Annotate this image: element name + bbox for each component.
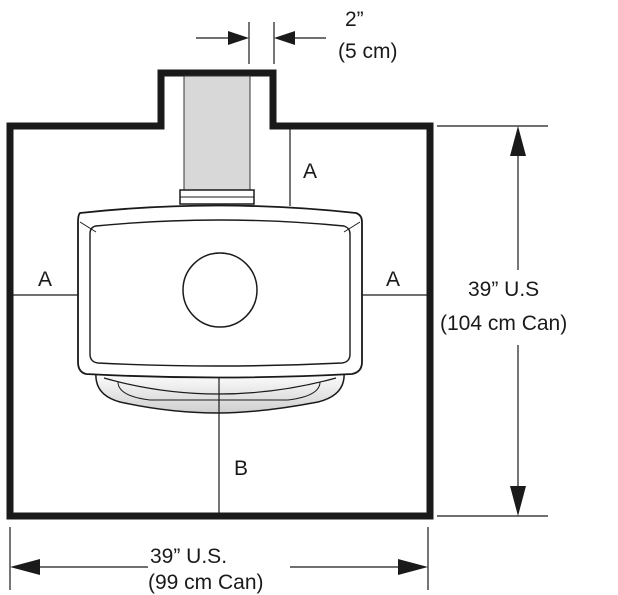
clearance-label-left: A: [38, 268, 52, 291]
arrow-right-icon: [228, 31, 249, 45]
stove-flue-outlet: [182, 252, 258, 328]
clearance-label-front: B: [234, 457, 248, 480]
alcove-wall-outline: [6, 69, 434, 520]
vent-pipe: [183, 75, 251, 193]
depth-us-label: 39” U.S: [468, 278, 539, 301]
stove-inner-frame: [89, 219, 351, 367]
width-dimension: 39” U.S. (99 cm Can): [9, 527, 429, 594]
arrow-up-icon: [510, 126, 526, 156]
clearance-label-rear: A: [303, 160, 317, 183]
depth-dimension: 39” U.S (104 cm Can): [437, 125, 567, 517]
pipe-gap-us-label: 2”: [345, 8, 364, 31]
pipe-gap-metric-label: (5 cm): [338, 40, 398, 63]
stove: [77, 204, 363, 414]
width-us-label: 39” U.S.: [150, 545, 227, 568]
arrow-left-icon: [274, 31, 295, 45]
clearance-label-right: A: [386, 268, 400, 291]
arrow-right-icon: [398, 559, 428, 575]
pipe-gap-dimension: 2” (5 cm): [196, 8, 398, 64]
arrow-down-icon: [510, 486, 526, 516]
width-metric-label: (99 cm Can): [148, 571, 264, 594]
depth-metric-label: (104 cm Can): [440, 312, 567, 335]
arrow-left-icon: [10, 559, 40, 575]
